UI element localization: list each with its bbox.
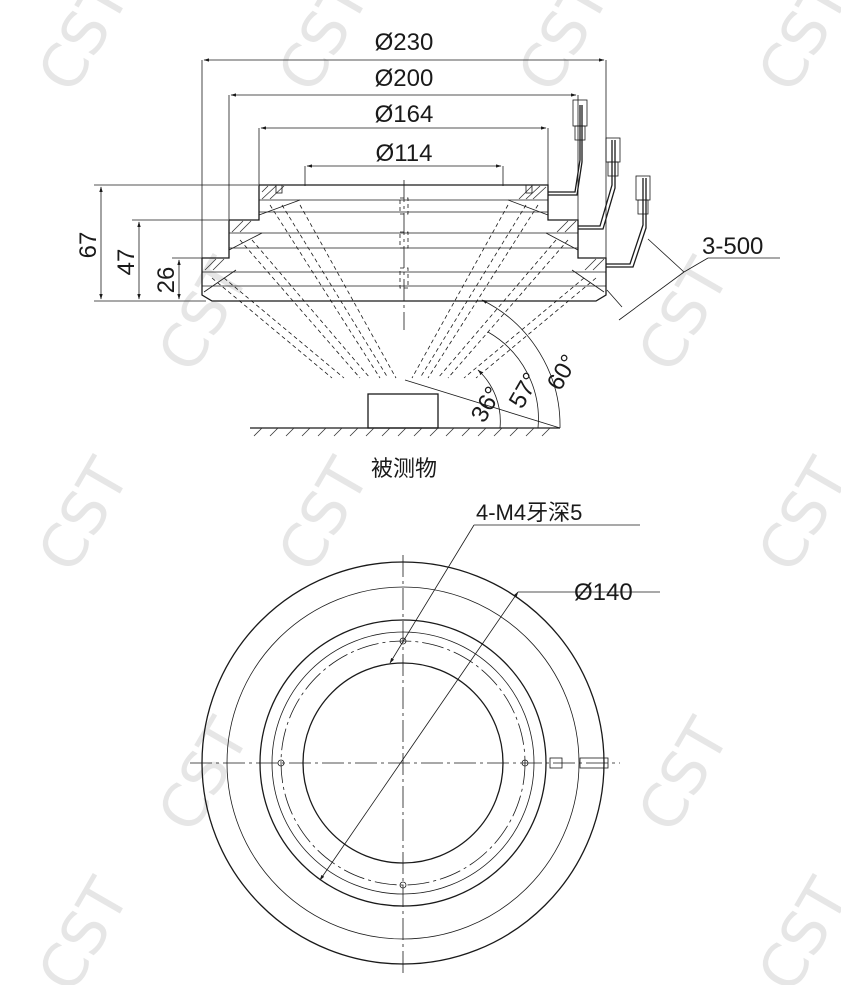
cable-exit <box>549 757 563 769</box>
pcd-label: Ø140 <box>574 579 633 606</box>
outer-ring-230 <box>201 561 605 965</box>
hatch-sections <box>204 185 605 271</box>
watermark: CST <box>745 447 841 583</box>
side-view: Ø230 Ø200 Ø164 Ø114 67 47 26 <box>75 29 780 481</box>
watermark: CST <box>145 707 264 843</box>
angle-label-36: 36° <box>466 382 508 427</box>
diameter-dimensions: Ø230 Ø200 Ø164 Ø114 <box>201 29 607 258</box>
dim-label-h47: 47 <box>113 249 140 276</box>
dim-label-h26: 26 <box>153 267 180 294</box>
object-caption: 被测物 <box>371 456 437 481</box>
watermark: CST <box>25 447 144 583</box>
dim-label-d114: Ø114 <box>376 140 433 167</box>
watermark: CST <box>625 247 744 383</box>
light-body <box>201 180 607 330</box>
watermark: CST <box>265 0 384 103</box>
pcd-leader <box>319 591 519 881</box>
cables <box>548 99 651 268</box>
connector-icon <box>605 137 621 163</box>
dim-label-d164: Ø164 <box>375 101 434 128</box>
watermark: CST <box>625 707 744 843</box>
dim-label-h67: 67 <box>75 232 102 259</box>
angle-label-60: 60° <box>542 350 584 395</box>
tapped-hole <box>521 759 529 767</box>
height-dimensions: 67 47 26 <box>75 184 258 302</box>
watermark: CST <box>25 867 144 985</box>
ring-200 <box>226 586 580 940</box>
tapped-hole <box>399 881 407 889</box>
cable-dimension: 3-500 <box>606 233 780 321</box>
inspected-object <box>367 393 439 429</box>
watermark: CST <box>25 0 144 103</box>
angle-label-57: 57° <box>504 368 546 413</box>
tapped-hole <box>277 759 285 767</box>
watermark: CST <box>745 0 841 103</box>
watermark-layer: CST CST CST CST CST CST CST CST CST CST … <box>25 0 841 985</box>
dim-label-d230: Ø230 <box>375 29 434 56</box>
cable-exit <box>579 757 609 769</box>
watermark: CST <box>745 867 841 985</box>
thread-label: 4-M4牙深5 <box>476 500 582 525</box>
top-view: 4-M4牙深5 Ø140 <box>190 500 660 975</box>
dim-label-d200: Ø200 <box>375 65 434 92</box>
angle-dimensions: 60° 57° 36° <box>404 299 584 429</box>
object-and-ground: 被测物 <box>250 393 560 481</box>
watermark: CST <box>265 447 384 583</box>
light-rays <box>211 204 597 379</box>
cable-length-label: 3-500 <box>702 233 763 260</box>
